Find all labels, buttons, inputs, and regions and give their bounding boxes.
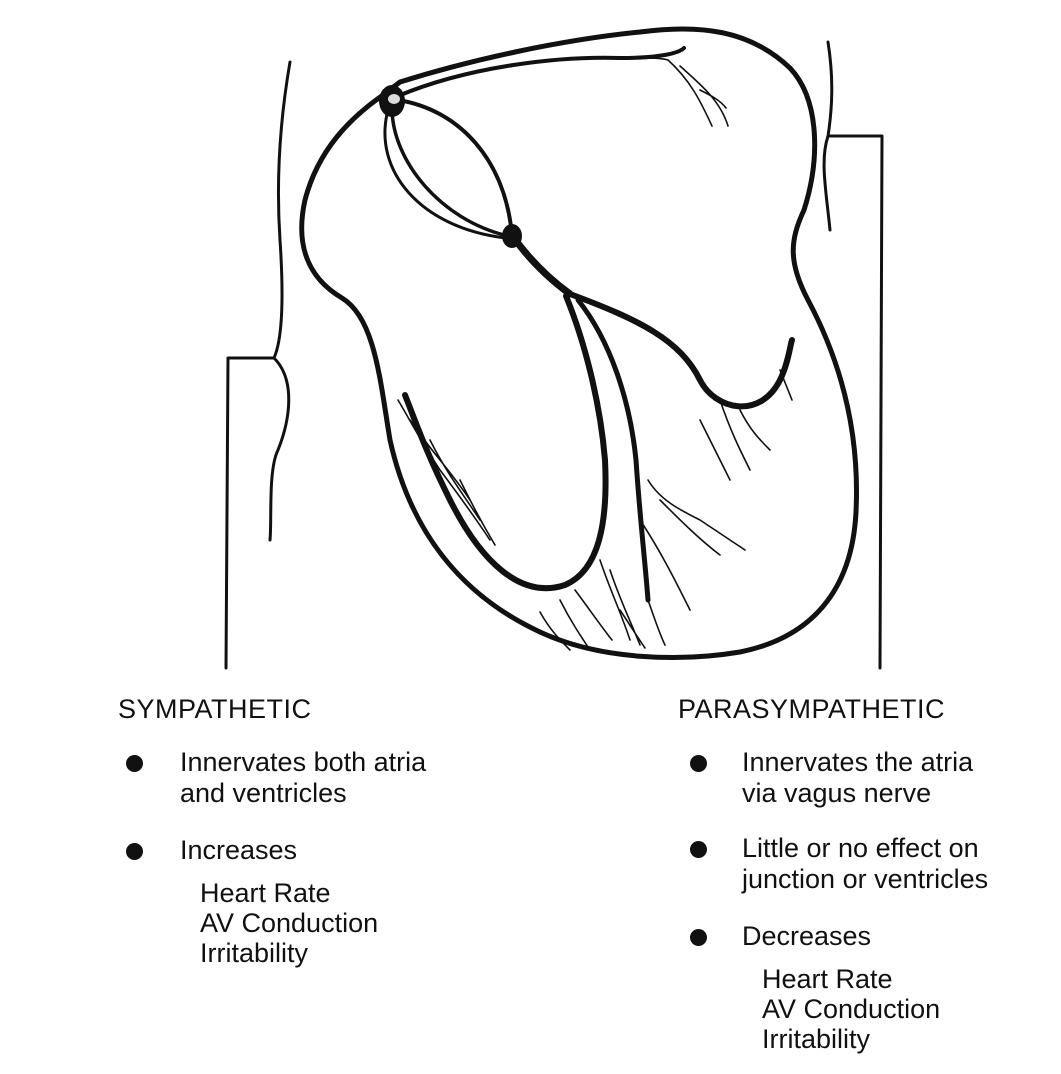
item-line: Decreases — [742, 921, 1061, 952]
sympathetic-list: Innervates both atria and ventricles Inc… — [118, 747, 518, 968]
sympathetic-heading: SYMPATHETIC — [118, 694, 518, 725]
bullet-icon — [690, 755, 707, 772]
septal-branch — [578, 300, 648, 600]
parasympathetic-list: Innervates the atria via vagus nerve Lit… — [682, 747, 1061, 1054]
bullet-icon — [126, 843, 143, 860]
item-line: Innervates the atria — [742, 747, 1061, 778]
bullet-icon — [126, 755, 143, 772]
parasympathetic-column: PARASYMPATHETIC Innervates the atria via… — [682, 694, 1061, 1074]
purkinje-fibers — [398, 58, 792, 650]
internodal-pathway — [385, 110, 506, 238]
item-line: Little or no effect on — [742, 833, 1061, 864]
list-item: Innervates both atria and ventricles — [118, 747, 518, 809]
sympathetic-nerve-outline — [226, 62, 290, 668]
item-line: Increases — [180, 835, 518, 866]
bundle-of-his — [514, 238, 570, 294]
effect-item: Heart Rate — [200, 878, 518, 908]
effect-item: Irritability — [762, 1024, 1061, 1054]
item-line: via vagus nerve — [742, 778, 1061, 809]
effect-item: AV Conduction — [200, 908, 518, 938]
heart-conduction-diagram — [0, 0, 1061, 680]
sympathetic-column: SYMPATHETIC Innervates both atria and ve… — [118, 694, 518, 988]
effect-item: AV Conduction — [762, 994, 1061, 1024]
effects-list: Heart Rate AV Conduction Irritability — [762, 964, 1061, 1054]
effect-item: Irritability — [200, 938, 518, 968]
bullet-icon — [690, 841, 707, 858]
sa-node-highlight — [388, 94, 400, 104]
item-line: Innervates both atria — [180, 747, 518, 778]
list-item: Increases Heart Rate AV Conduction Irrit… — [118, 835, 518, 968]
item-line: and ventricles — [180, 778, 518, 809]
bullet-icon — [690, 929, 707, 946]
item-line: junction or ventricles — [742, 864, 1061, 895]
list-item: Innervates the atria via vagus nerve — [682, 747, 1061, 809]
effects-list: Heart Rate AV Conduction Irritability — [200, 878, 518, 968]
parasympathetic-heading: PARASYMPATHETIC — [678, 694, 1061, 725]
internodal-pathway — [398, 100, 512, 235]
list-item: Decreases Heart Rate AV Conduction Irrit… — [682, 921, 1061, 1054]
effect-item: Heart Rate — [762, 964, 1061, 994]
left-bundle-branch — [570, 294, 792, 406]
list-item: Little or no effect on junction or ventr… — [682, 833, 1061, 895]
av-node — [502, 224, 522, 248]
internodal-pathway — [392, 108, 508, 236]
